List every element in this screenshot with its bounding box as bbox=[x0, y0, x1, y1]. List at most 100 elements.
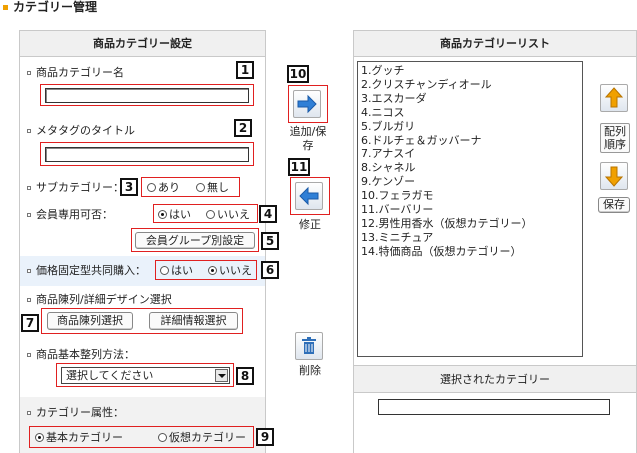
move-down-button[interactable] bbox=[600, 162, 628, 190]
annotation-number-8: 8 bbox=[236, 367, 254, 385]
virtual-category-option[interactable]: 仮想カテゴリー bbox=[158, 431, 246, 444]
annotation-box-9 bbox=[29, 426, 254, 448]
move-up-button[interactable] bbox=[600, 84, 628, 112]
list-item[interactable]: 8.シャネル bbox=[361, 161, 416, 175]
annotation-box-8 bbox=[56, 363, 234, 387]
page-title: カテゴリー管理 bbox=[13, 0, 98, 14]
list-item[interactable]: 11.バーバリー bbox=[361, 203, 434, 217]
meta-title-label: メタタグのタイトル bbox=[36, 124, 135, 137]
annotation-box-5 bbox=[131, 228, 259, 252]
list-item[interactable]: 3.エスカーダ bbox=[361, 91, 427, 105]
price-fixed-label: 価格固定型共同購入： bbox=[36, 264, 146, 277]
annotation-box-11 bbox=[290, 177, 330, 215]
meta-title-input[interactable] bbox=[45, 147, 249, 162]
category-settings-header: 商品カテゴリー設定 bbox=[19, 30, 266, 57]
detail-info-select-button[interactable]: 詳細情報選択 bbox=[149, 312, 238, 330]
list-item[interactable]: 14.特価商品（仮想カテゴリー） bbox=[361, 244, 522, 258]
annotation-number-7: 7 bbox=[21, 314, 39, 332]
annotation-number-2: 2 bbox=[234, 119, 252, 137]
list-item[interactable]: 13.ミニチュア bbox=[361, 230, 434, 244]
bullet-icon bbox=[27, 411, 31, 415]
subcategory-yes-option[interactable]: あり bbox=[147, 181, 180, 194]
bullet-icon bbox=[27, 353, 31, 357]
radio-icon[interactable] bbox=[147, 183, 156, 192]
arrow-left-icon bbox=[299, 186, 319, 206]
category-attribute-row bbox=[20, 397, 265, 453]
annotation-number-6: 6 bbox=[261, 261, 279, 279]
radio-icon[interactable] bbox=[208, 266, 217, 275]
edit-button[interactable] bbox=[295, 182, 323, 210]
sort-method-selected-value: 選択してください bbox=[66, 369, 154, 382]
order-label-cont: 順序 bbox=[604, 138, 626, 151]
delete-button[interactable] bbox=[295, 332, 323, 360]
title-bullet-icon bbox=[3, 5, 8, 10]
list-item[interactable]: 4.ニコス bbox=[361, 105, 405, 119]
annotation-number-4: 4 bbox=[259, 205, 277, 223]
list-item[interactable]: 7.アナスイ bbox=[361, 147, 416, 161]
radio-icon[interactable] bbox=[196, 183, 205, 192]
add-save-button[interactable] bbox=[293, 90, 321, 118]
annotation-box-7 bbox=[41, 308, 243, 334]
radio-icon[interactable] bbox=[35, 433, 44, 442]
basic-category-option[interactable]: 基本カテゴリー bbox=[35, 431, 123, 444]
radio-icon[interactable] bbox=[158, 210, 167, 219]
selected-category-header: 選択されたカテゴリー bbox=[354, 365, 636, 393]
bullet-icon bbox=[27, 186, 31, 190]
edit-label: 修正 bbox=[299, 218, 321, 231]
annotation-number-3: 3 bbox=[120, 178, 138, 196]
category-list-header: 商品カテゴリーリスト bbox=[353, 30, 637, 57]
member-no-option[interactable]: いいえ bbox=[206, 208, 250, 221]
subcategory-label: サブカテゴリー： bbox=[36, 181, 124, 194]
annotation-number-1: 1 bbox=[236, 61, 254, 79]
add-save-label-cont: 存 bbox=[302, 139, 314, 152]
bullet-icon bbox=[27, 71, 31, 75]
list-item[interactable]: 1.グッチ bbox=[361, 64, 405, 77]
product-display-select-button[interactable]: 商品陳列選択 bbox=[47, 312, 133, 330]
bullet-icon bbox=[27, 269, 31, 273]
radio-icon[interactable] bbox=[206, 210, 215, 219]
annotation-box-1 bbox=[40, 84, 254, 106]
annotation-number-11: 11 bbox=[288, 158, 310, 176]
list-item[interactable]: 5.ブルガリ bbox=[361, 119, 416, 133]
design-select-label: 商品陳列/詳細デザイン選択 bbox=[36, 293, 172, 306]
annotation-box-4 bbox=[153, 204, 258, 223]
order-save-button[interactable]: 保存 bbox=[598, 197, 630, 213]
bullet-icon bbox=[27, 298, 31, 302]
category-name-input[interactable] bbox=[45, 88, 249, 103]
category-attribute-label: カテゴリー属性： bbox=[36, 406, 124, 419]
chevron-down-icon[interactable] bbox=[215, 369, 228, 382]
list-item[interactable]: 10.フェラガモ bbox=[361, 189, 434, 203]
bullet-icon bbox=[27, 213, 31, 217]
list-item[interactable]: 6.ドルチェ＆ガッバーナ bbox=[361, 133, 482, 147]
trash-icon bbox=[302, 337, 316, 354]
arrow-down-icon bbox=[604, 166, 624, 187]
add-save-label: 追加/保 bbox=[289, 125, 327, 138]
arrow-up-icon bbox=[604, 87, 624, 108]
category-name-label: 商品カテゴリー名 bbox=[36, 66, 124, 79]
bullet-icon bbox=[27, 129, 31, 133]
annotation-box-6 bbox=[155, 260, 257, 280]
annotation-box-2 bbox=[40, 142, 254, 166]
selected-category-input[interactable] bbox=[378, 399, 610, 415]
price-fixed-yes-option[interactable]: はい bbox=[160, 264, 193, 277]
order-label-box: 配列 順序 bbox=[600, 123, 630, 153]
radio-icon[interactable] bbox=[158, 433, 167, 442]
annotation-box-3 bbox=[141, 177, 240, 197]
annotation-number-5: 5 bbox=[261, 232, 279, 250]
radio-icon[interactable] bbox=[160, 266, 169, 275]
member-group-settings-button[interactable]: 会員グループ別設定 bbox=[135, 232, 255, 249]
arrow-right-icon bbox=[297, 94, 317, 114]
list-item[interactable]: 9.ケンゾー bbox=[361, 175, 416, 189]
annotation-number-10: 10 bbox=[287, 65, 309, 83]
sort-method-select[interactable]: 選択してください bbox=[61, 367, 230, 384]
price-fixed-row bbox=[20, 256, 265, 286]
list-item[interactable]: 2.クリスチャンディオール bbox=[361, 77, 492, 91]
member-only-label: 会員専用可否： bbox=[36, 208, 113, 221]
price-fixed-no-option[interactable]: いいえ bbox=[208, 264, 252, 277]
subcategory-no-option[interactable]: 無し bbox=[196, 181, 229, 194]
order-label: 配列 bbox=[604, 125, 626, 138]
member-yes-option[interactable]: はい bbox=[158, 208, 191, 221]
list-item[interactable]: 12.男性用香水（仮想カテゴリー） bbox=[361, 216, 533, 230]
delete-label: 削除 bbox=[299, 364, 321, 377]
